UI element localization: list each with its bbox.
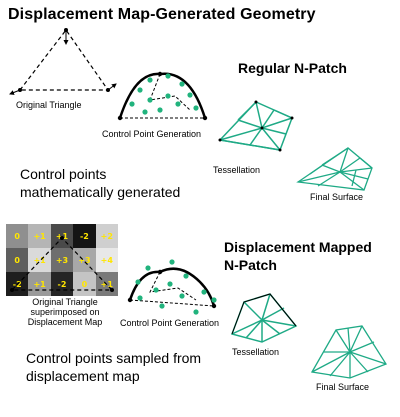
displaced-heading-line2: N-Patch	[224, 257, 277, 273]
regular-original-triangle	[9, 28, 117, 95]
displaced-tessellation-outline	[231, 293, 297, 335]
page-title: Displacement Map-Generated Geometry	[8, 6, 316, 23]
regular-original-caption: Original Triangle	[16, 100, 82, 110]
displaced-tessellation-mesh	[231, 293, 298, 343]
regular-npatch-heading: Regular N-Patch	[238, 60, 347, 76]
displaced-heading-line1: Displacement Mapped	[224, 239, 372, 255]
displaced-npatch-heading: Displacement Mapped N-Patch	[224, 238, 372, 274]
regular-control-net	[117, 71, 208, 121]
displaced-original-caption-line2: superimposed on	[30, 307, 100, 317]
displaced-original-caption-line3: Displacement Map	[27, 317, 103, 327]
displacement-map-cell: +1	[50, 224, 74, 248]
displacement-map-cell: -2	[73, 224, 96, 248]
displaced-control-caption: Control Point Generation	[120, 318, 220, 328]
displacement-map-cell: 0	[6, 224, 29, 248]
displacement-map-cell: +4	[95, 248, 118, 272]
displaced-original-caption: Original Triangle superimposed on Displa…	[10, 297, 120, 327]
displaced-control-net	[127, 259, 217, 315]
regular-note-line1: Control points	[20, 166, 107, 182]
displacement-map-cell: +1	[28, 224, 51, 248]
displacement-map-cell: +1	[28, 248, 51, 272]
regular-control-caption: Control Point Generation	[102, 129, 202, 139]
displaced-tessellation-caption: Tessellation	[232, 347, 280, 357]
displaced-note-line2: displacement map	[26, 368, 140, 384]
displaced-final-surface	[310, 325, 387, 379]
displaced-original-triangle	[10, 236, 114, 292]
regular-note: Control points mathematically generated	[20, 165, 180, 201]
regular-tessellation-mesh	[218, 101, 293, 151]
displacement-map-cell: +3	[73, 248, 96, 272]
regular-tessellation-caption: Tessellation	[213, 165, 261, 175]
regular-final-surface	[296, 147, 373, 191]
displaced-original-caption-line1: Original Triangle	[32, 297, 98, 307]
regular-final-caption: Final Surface	[310, 192, 364, 202]
displaced-note: Control points sampled from displacement…	[26, 349, 201, 385]
displacement-map-cell: +2	[95, 224, 118, 248]
regular-tessellation-nodes	[218, 100, 294, 152]
displacement-map-cell: 0	[6, 248, 29, 272]
displacement-map-cell: +3	[50, 248, 74, 272]
regular-note-line2: mathematically generated	[20, 184, 181, 200]
displaced-final-caption: Final Surface	[316, 382, 370, 392]
displaced-note-line1: Control points sampled from	[26, 350, 202, 366]
